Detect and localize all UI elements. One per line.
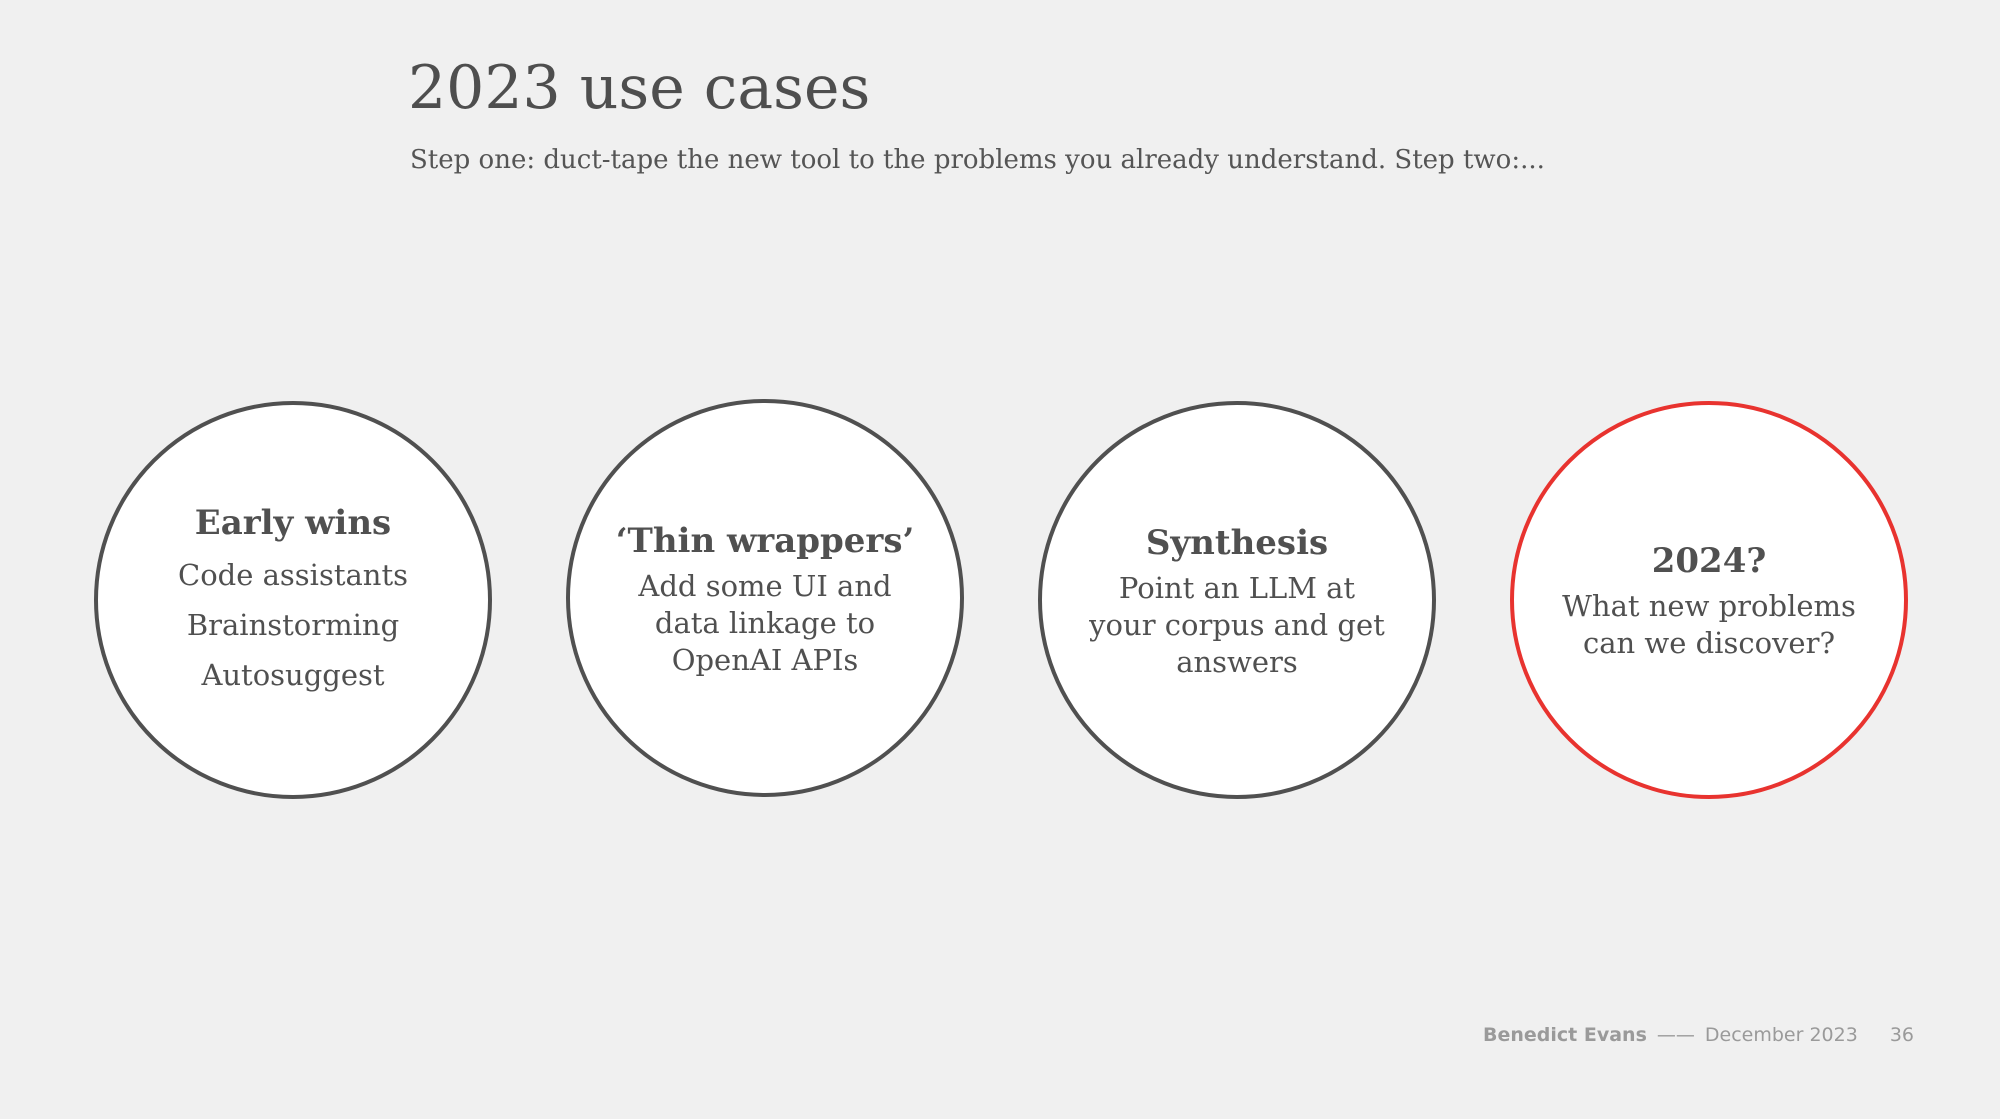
circle-2024: 2024? What new problems can we discover? — [1510, 401, 1908, 799]
circle-body: Add some UI and data linkage to OpenAI A… — [638, 568, 892, 677]
footer-author: Benedict Evans — [1483, 1024, 1647, 1046]
circle-heading: Early wins — [194, 503, 392, 543]
circle-item: Brainstorming — [186, 608, 400, 642]
circle-body: What new problems can we discover? — [1562, 589, 1856, 660]
slide-subtitle: Step one: duct-tape the new tool to the … — [410, 145, 1545, 175]
circle-early-wins: Early wins Code assistants Brainstorming… — [94, 401, 492, 799]
slide-footer: Benedict Evans —— December 2023 36 — [1483, 1020, 1914, 1050]
circle-body: Point an LLM at your corpus and get answ… — [1089, 570, 1385, 679]
footer-separator: —— — [1656, 1024, 1695, 1046]
circle-item: Autosuggest — [201, 658, 385, 692]
circle-synthesis: Synthesis Point an LLM at your corpus an… — [1038, 401, 1436, 799]
circle-heading: Synthesis — [1145, 522, 1329, 563]
circle-heading: 2024? — [1651, 541, 1767, 581]
page-number: 36 — [1889, 1024, 1914, 1046]
slide-title: 2023 use cases — [408, 53, 871, 123]
footer-date: December 2023 — [1704, 1024, 1858, 1046]
circle-heading: ‘Thin wrappers’ — [615, 520, 915, 561]
circle-item: Code assistants — [178, 558, 408, 592]
circle-thin-wrappers: ‘Thin wrappers’ Add some UI and data lin… — [566, 399, 964, 797]
